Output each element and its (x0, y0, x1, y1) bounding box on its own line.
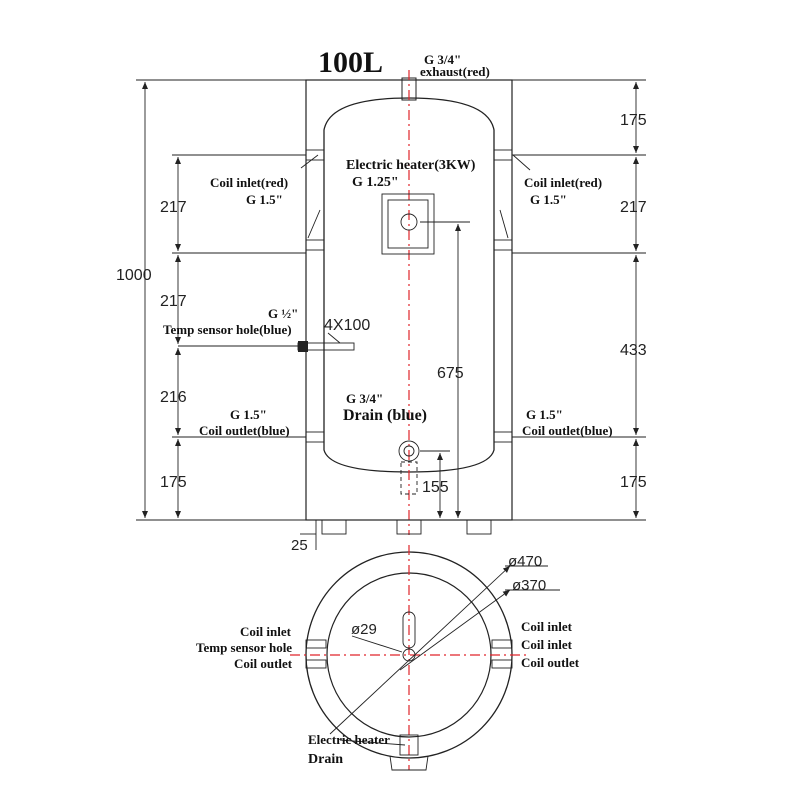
drain-name-label: Drain (blue) (343, 407, 427, 424)
plan-inner-dia: ø370 (512, 577, 546, 594)
dim-right-coil: 217 (620, 199, 647, 216)
plan-view (290, 545, 560, 771)
coil-outlet-left-label: Coil outlet(blue) (199, 423, 290, 438)
coil-inlet-nozzle-right (493, 149, 513, 161)
coil-outlet-right-label: Coil outlet(blue) (522, 423, 613, 438)
sensor-name-label: Temp sensor hole(blue) (163, 322, 292, 337)
drain-size-label: G 3/4" (346, 391, 383, 406)
exhaust-size-label: G 3/4" (424, 52, 461, 67)
foot-left (321, 519, 347, 535)
heater-flange-outer (381, 193, 435, 255)
heater-size-label: G 1.25" (352, 175, 399, 190)
dim-left-coil: 217 (160, 199, 187, 216)
dim-heater-height: 675 (437, 365, 464, 382)
plan-hole-dia: ø29 (351, 621, 377, 638)
temp-sensor-fitting (298, 341, 308, 352)
heater-port (400, 213, 418, 231)
dim-right-bottom: 175 (620, 474, 647, 491)
coil-inlet2-nozzle-left (305, 239, 325, 251)
heater-name-label: Electric heater(3KW) (346, 158, 476, 173)
dim-foot: 25 (291, 537, 308, 554)
foot-center (396, 519, 422, 535)
coil-outlet-nozzle-right (493, 431, 513, 443)
plan-right-coil-inlet-1: Coil inlet (521, 619, 573, 634)
elevation-view (178, 70, 636, 535)
sensor-size-label: G ½" (268, 306, 298, 321)
dim-left-bottom: 175 (160, 474, 187, 491)
dim-left-low: 216 (160, 389, 187, 406)
plan-outer-dia: ø470 (508, 553, 542, 570)
dim-total-height: 1000 (116, 267, 152, 284)
drain-pipe (400, 461, 418, 495)
dim-drain-height: 155 (422, 479, 449, 496)
dimension-lines-left (136, 79, 317, 550)
dimension-lines-right (416, 79, 646, 521)
plan-heater-label: Electric heater (308, 732, 390, 747)
foot-right (466, 519, 492, 535)
page-title: 100L (318, 46, 383, 79)
drain-port-inner (403, 445, 415, 457)
plan-right-coil-inlet-2: Coil inlet (521, 637, 573, 652)
heater-flange-inner (387, 199, 429, 249)
plan-right-coil-outlet: Coil outlet (521, 655, 580, 670)
plan-left-sensor: Temp sensor hole (196, 640, 292, 655)
coil-outlet-right-size: G 1.5" (526, 407, 563, 422)
coil-inlet-left-size: G 1.5" (246, 192, 283, 207)
coil-outlet-left-size: G 1.5" (230, 407, 267, 422)
coil-inlet-left-label: Coil inlet(red) (210, 175, 288, 190)
plan-drain-label: Drain (308, 752, 343, 767)
plan-heater-slot (402, 611, 416, 649)
coil-inlet-right-label: Coil inlet(red) (524, 175, 602, 190)
coil-inlet-nozzle-left (305, 149, 325, 161)
plan-labels: ø470 ø370 ø29 Coil inlet Temp sensor hol… (196, 553, 580, 767)
exhaust-label: exhaust(red) (420, 64, 490, 79)
dim-right-mid: 433 (620, 342, 647, 359)
sensor-dim-label: 4X100 (324, 317, 370, 334)
coil-outlet-nozzle-left (305, 431, 325, 443)
elevation-labels: 100L G 3/4" exhaust(red) Electric heater… (116, 46, 647, 554)
dim-top: 175 (620, 112, 647, 129)
tank-inner-vessel (323, 97, 495, 473)
coil-inlet-right-size: G 1.5" (530, 192, 567, 207)
coil-inlet2-nozzle-right (493, 239, 513, 251)
plan-left-coil-inlet: Coil inlet (240, 624, 292, 639)
plan-left-coil-outlet: Coil outlet (234, 656, 293, 671)
dim-left-mid: 217 (160, 293, 187, 310)
drain-port (398, 440, 420, 462)
